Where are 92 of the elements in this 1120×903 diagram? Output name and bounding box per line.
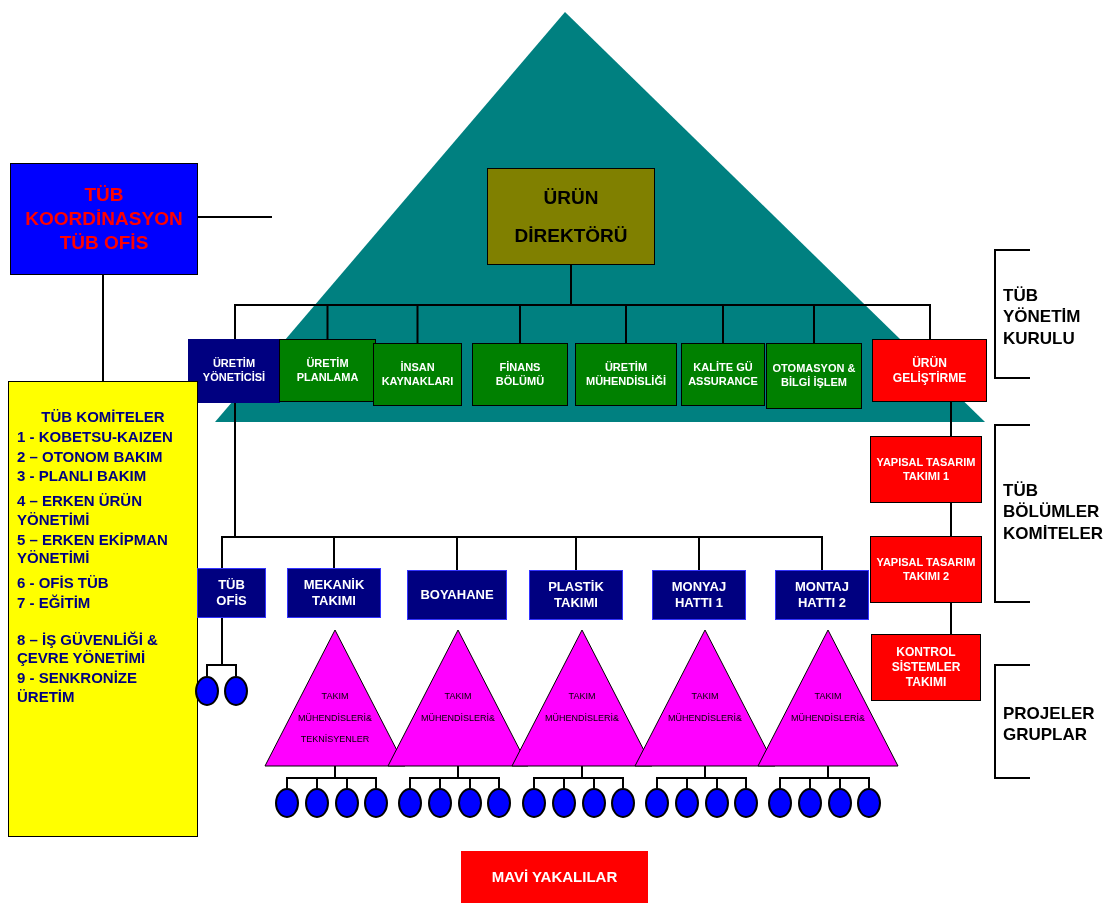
list-item: 9 - SENKRONİZE ÜRETİM	[17, 669, 138, 707]
person-circle	[224, 676, 248, 706]
person-circle	[487, 788, 511, 818]
person-circle	[458, 788, 482, 818]
box-label: YAPISAL TASARIM TAKIMI 1	[875, 455, 977, 484]
connector-line	[197, 216, 273, 218]
box-label: TAKIM MÜHENDİSLERİ&	[667, 690, 743, 725]
person-circle	[522, 788, 546, 818]
connector-line	[950, 602, 952, 635]
coordination-box	[10, 163, 198, 275]
box-label: FİNANS BÖLÜMÜ	[494, 360, 546, 389]
person-circle	[828, 788, 852, 818]
group-label: TÜB BÖLÜMLER KOMİTELER	[1003, 480, 1105, 544]
person-circle	[275, 788, 299, 818]
list-item: 2 – OTONOM BAKIM	[17, 447, 163, 467]
team-box	[652, 570, 746, 620]
box-label: TAKIM MÜHENDİSLERİ&	[790, 690, 866, 725]
connector-line	[827, 765, 870, 789]
box-label: KONTROL SİSTEMLER TAKIMI	[890, 645, 962, 690]
list-item: 4 – ERKEN ÜRÜN YÖNETİMİ	[17, 492, 144, 530]
group-box	[461, 851, 648, 903]
box-label: PLASTİK TAKIMI	[547, 578, 605, 612]
connector-line	[950, 502, 952, 537]
box-label: KALİTE GÜ ASSURANCE	[687, 360, 759, 389]
box-label: MAVİ YAKALILAR	[491, 867, 618, 887]
department-box	[681, 343, 765, 406]
team-box	[870, 436, 982, 503]
box-label: ÜRETİM PLANLAMA	[295, 356, 360, 385]
team-box	[287, 568, 381, 618]
group-label: PROJELER GRUPLAR	[1003, 703, 1096, 746]
box-label: TAKIM MÜHENDİSLERİ& TEKNİSYENLER	[297, 690, 373, 747]
box-label: YAPISAL TASARIM TAKIMI 2	[875, 555, 977, 584]
person-circle	[675, 788, 699, 818]
list-heading: TÜB KOMİTELER	[41, 408, 165, 427]
person-circle	[768, 788, 792, 818]
box-label: TAKIM MÜHENDİSLERİ&	[544, 690, 620, 725]
box-label: ÜRETİM MÜHENDİSLİĞİ	[584, 360, 668, 389]
connector-line	[457, 765, 500, 789]
box-label: ÜRÜN GELİŞTİRME	[891, 355, 968, 386]
person-circle	[364, 788, 388, 818]
box-label: BOYAHANE	[420, 586, 494, 604]
team-box	[870, 536, 982, 603]
box-label: MONYAJ HATTI 1	[670, 578, 728, 612]
person-circle	[428, 788, 452, 818]
box-label: ÜRÜN DİREKTÖRÜ	[513, 185, 629, 248]
person-circle	[398, 788, 422, 818]
list-item: 5 – ERKEN EKİPMAN YÖNETİMİ	[17, 530, 169, 568]
connector-line	[704, 765, 747, 789]
person-circle	[582, 788, 606, 818]
person-circle	[305, 788, 329, 818]
person-circle	[611, 788, 635, 818]
team-box	[872, 339, 987, 402]
person-circle	[335, 788, 359, 818]
team-box	[529, 570, 623, 620]
box-label: MEKANİK TAKIMI	[302, 576, 366, 610]
manager-box	[188, 339, 280, 403]
person-circle	[705, 788, 729, 818]
committee-list-box	[8, 381, 198, 837]
person-circle	[734, 788, 758, 818]
person-circle	[798, 788, 822, 818]
team-box	[775, 570, 869, 620]
team-box	[407, 570, 507, 620]
department-box	[472, 343, 568, 406]
person-circle	[645, 788, 669, 818]
list-item: 6 - OFİS TÜB	[17, 574, 109, 593]
connector-line	[950, 401, 952, 437]
department-box	[766, 343, 862, 409]
person-circle	[552, 788, 576, 818]
connector-line	[581, 765, 624, 789]
box-label: MONTAJ HATTI 2	[794, 578, 850, 612]
department-box	[373, 343, 462, 406]
person-circle	[195, 676, 219, 706]
box-label: TÜB KOORDİNASYON TÜB OFİS	[24, 183, 184, 255]
list-item: 1 - KOBETSU-KAIZEN	[17, 427, 173, 447]
list-item: 7 - EĞİTİM	[17, 593, 91, 613]
box-label: ÜRETİM YÖNETİCİSİ	[201, 357, 267, 385]
box-label: İNSAN KAYNAKLARI	[380, 360, 455, 389]
list-item: 3 - PLANLI BAKIM	[17, 467, 147, 486]
box-label: OTOMASYON & BİLGİ İŞLEM	[771, 362, 857, 390]
connector-line	[221, 617, 237, 677]
team-box	[871, 634, 981, 701]
connector-line	[102, 274, 104, 382]
box-label: TAKIM MÜHENDİSLERİ&	[420, 690, 496, 725]
team-box	[197, 568, 266, 618]
connector-line	[334, 765, 377, 789]
department-box	[575, 343, 677, 406]
director-box	[487, 168, 655, 265]
box-label: TÜB OFİS	[215, 576, 248, 610]
department-box	[279, 339, 376, 402]
group-label: TÜB YÖNETİM KURULU	[1003, 285, 1082, 349]
person-circle	[857, 788, 881, 818]
list-item: 8 – İŞ GÜVENLİĞİ & ÇEVRE YÖNETİMİ	[17, 630, 159, 668]
